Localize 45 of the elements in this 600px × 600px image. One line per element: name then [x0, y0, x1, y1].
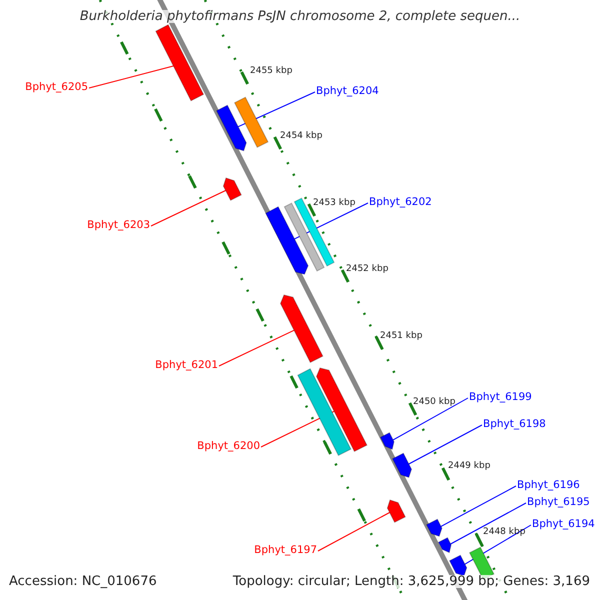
gene-label: Bphyt_6202	[369, 197, 432, 208]
gene-feature	[216, 104, 247, 152]
footer-text: Topology: circular; Length: 3,625,999 bp; Genes: 3,169	[232, 575, 590, 588]
title: Burkholderia phytofirmans PsJN chromosome 2, complete sequen...	[80, 10, 520, 23]
leader-line	[450, 502, 526, 544]
scale-label: 2453 kbp	[313, 199, 356, 208]
footer-text: Accession: NC_010676	[9, 575, 157, 588]
gene-label: Bphyt_6204	[316, 86, 379, 96]
leader-line	[392, 398, 468, 440]
gene-feature	[392, 452, 412, 478]
gene-label: Bphyt_6198	[483, 419, 546, 430]
leader-line	[150, 190, 226, 226]
gene-label: Bphyt_6199	[469, 392, 532, 402]
gene-feature	[386, 499, 406, 523]
gene-label: Bphyt_6203	[87, 220, 150, 230]
gene-label: Bphyt_6196	[517, 480, 580, 490]
gene-label: Bphyt_6200	[197, 441, 260, 452]
gene-feature	[316, 367, 368, 452]
scale-label: 2449 kbp	[448, 462, 490, 471]
scale-label: 2452 kbp	[346, 265, 388, 274]
gene-label: Bphyt_6195	[527, 497, 590, 508]
gene-feature	[234, 96, 269, 148]
scale-label: 2450 kbp	[413, 398, 456, 407]
leader-line	[408, 424, 482, 464]
gene-feature	[155, 24, 204, 102]
leader-line	[218, 330, 294, 366]
gene-feature	[438, 537, 452, 554]
leader-line	[440, 486, 516, 527]
scale-label: 2451 kbp	[380, 332, 422, 341]
gene-feature	[280, 294, 324, 364]
scale-label: 2454 kbp	[280, 132, 322, 141]
gene-label: Bphyt_6205	[25, 82, 88, 92]
gene-feature	[297, 368, 352, 456]
gene-label: Bphyt_6197	[254, 545, 317, 556]
gene-feature	[380, 432, 395, 450]
gene-label: Bphyt_6201	[155, 360, 218, 370]
scale-label: 2455 kbp	[250, 67, 292, 76]
leader-line	[88, 66, 174, 88]
leader-line	[318, 512, 390, 552]
gene-feature	[265, 206, 309, 275]
gene-feature	[222, 177, 242, 201]
gene-feature	[426, 518, 442, 537]
gene-label: Bphyt_6194	[532, 519, 595, 530]
leader-line	[238, 92, 316, 128]
gene-feature	[294, 198, 335, 267]
